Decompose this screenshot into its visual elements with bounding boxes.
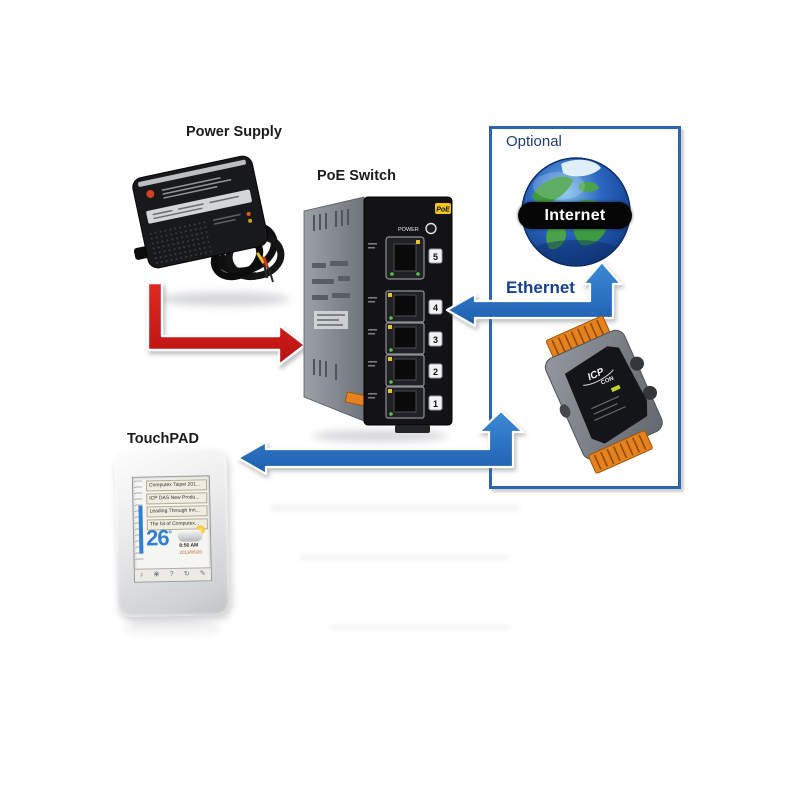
temperature-value: 26 [145, 525, 169, 551]
toolbar-note-icon: ♪ [139, 571, 144, 579]
screen-date: 2013/06/20 [179, 549, 202, 555]
touchpad-device: Computex Taipei 201... ICP DAS New Produ… [114, 448, 230, 618]
port-number: 1 [433, 399, 438, 409]
screen-slider-bar [138, 505, 144, 554]
adapter-body [132, 155, 269, 269]
headline-item: Computex Taipei 201... [145, 479, 208, 492]
background-artifact [330, 625, 510, 630]
ethernet-arrow [445, 260, 623, 328]
switch-port-5: 5 [368, 236, 443, 280]
weather-icon [177, 525, 206, 542]
icp-brand-line2: CON [600, 376, 615, 387]
screen-time: 8:56 AM [179, 542, 199, 549]
toolbar-flower-icon: ❀ [153, 571, 160, 579]
touchpad-reflection [124, 619, 220, 639]
wire-tip-red [262, 256, 269, 268]
switch-port-4: 4 [368, 290, 443, 323]
power-to-switch-arrow [146, 281, 307, 367]
switch-front-panel: PoE POWER 5 [363, 196, 453, 433]
toolbar-help-icon: ? [169, 570, 174, 579]
wire-tip-yellow [256, 252, 265, 264]
icp-module-image: ICP CON [544, 315, 663, 474]
toolbar-refresh-icon: ↻ [183, 570, 190, 578]
switch-port-1: 1 [368, 386, 443, 419]
power-led-label: POWER [398, 227, 419, 233]
poe-switch-image: PoE POWER 5 [303, 196, 453, 433]
module-to-touchpad-arrow [236, 409, 525, 476]
adapter-shadow [160, 292, 290, 306]
cloud-icon [177, 529, 203, 541]
poe-badge-label: PoE [436, 207, 450, 214]
power-led [425, 222, 437, 235]
port-number: 5 [433, 252, 438, 262]
port-number: 3 [433, 335, 438, 345]
ethernet-label: Ethernet [506, 278, 575, 297]
port-number: 2 [433, 367, 438, 377]
touchpad-label: TouchPAD [127, 431, 199, 447]
power-supply-label: Power Supply [186, 124, 282, 140]
internet-globe: Internet [517, 152, 635, 270]
internet-label: Internet [518, 202, 632, 229]
poe-badge [435, 203, 451, 214]
screen-toolbar: ♪ ❀ ? ↻ ✎ [134, 567, 211, 582]
switch-side-panel [303, 196, 378, 422]
module-label [564, 346, 648, 444]
switch-port-3: 3 [368, 322, 443, 355]
headline-item: ICP DAS New Produ... [146, 492, 208, 505]
touchpad-screen: Computex Taipei 201... ICP DAS New Produ… [131, 475, 213, 583]
optional-label: Optional [506, 133, 562, 150]
port-number: 4 [433, 303, 438, 313]
power-adapter-image [132, 155, 285, 283]
background-artifact [270, 505, 520, 511]
background-artifact [300, 555, 510, 560]
headline-item: Leading Through Inn... [146, 505, 208, 518]
switch-port-2: 2 [368, 354, 443, 387]
toolbar-edit-icon: ✎ [199, 570, 206, 578]
module-terminal-bottom [588, 430, 653, 474]
temperature-reading: 26° [146, 525, 172, 552]
poe-switch-label: PoE Switch [317, 168, 396, 184]
degree-symbol: ° [168, 528, 172, 539]
din-rail-clip [395, 425, 430, 433]
